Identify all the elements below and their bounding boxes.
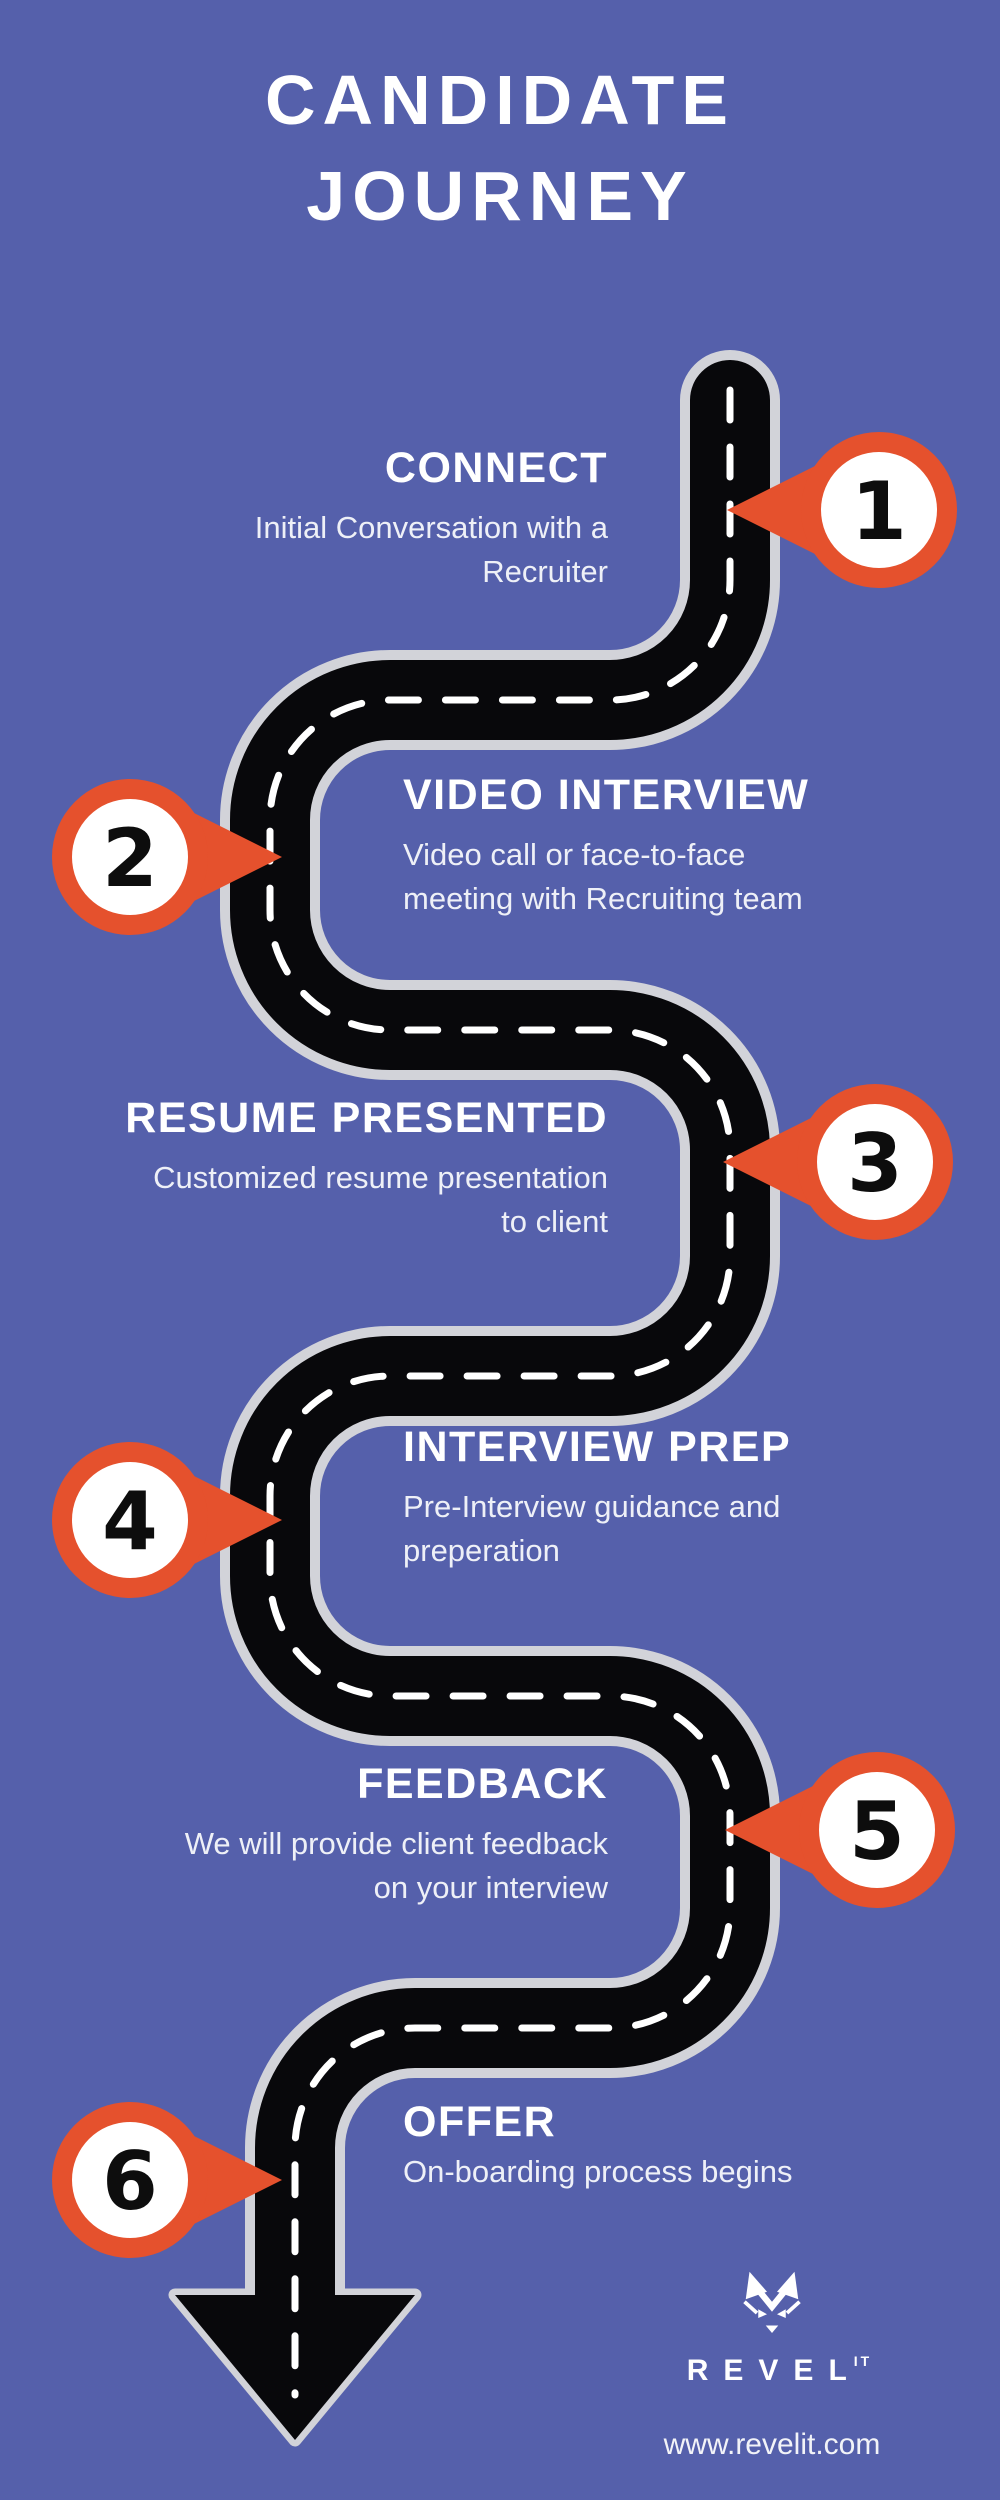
step-feedback: FEEDBACK We will provide client feedback… xyxy=(185,1762,608,1910)
map-pin-1: 1 xyxy=(727,432,957,588)
pin-number-3: 3 xyxy=(847,1117,903,1210)
step-desc-line: meeting with Recruiting team xyxy=(403,881,803,916)
step-desc-line: Customized resume presentation xyxy=(153,1160,608,1195)
step-interview-prep: INTERVIEW PREP Pre-Interview guidance an… xyxy=(403,1425,791,1573)
step-heading: RESUME PRESENTED xyxy=(125,1094,608,1142)
map-pin-5: 5 xyxy=(725,1752,955,1908)
step-description: On-boarding process begins xyxy=(403,2150,792,2194)
page-title-line2: JOURNEY xyxy=(306,157,694,235)
map-pin-2: 2 xyxy=(52,779,282,935)
pin-number-6: 6 xyxy=(102,2135,158,2228)
brand-suffix: IT xyxy=(853,2353,873,2369)
pin-number-2: 2 xyxy=(102,812,158,905)
step-desc-line: Pre-Interview guidance and xyxy=(403,1489,781,1524)
step-offer: OFFER On-boarding process begins xyxy=(403,2100,792,2194)
map-pin-6: 6 xyxy=(52,2102,282,2258)
step-desc-line: preperation xyxy=(403,1533,560,1568)
brand-name-text: REVEL xyxy=(686,2354,862,2387)
step-desc-line: Video call or face-to-face xyxy=(403,837,746,872)
pin-number-1: 1 xyxy=(851,465,907,558)
map-pin-3: 3 xyxy=(723,1084,953,1240)
pin-number-4: 4 xyxy=(102,1475,158,1568)
map-pin-4: 4 xyxy=(52,1442,282,1598)
step-desc-line: on your interview xyxy=(373,1870,608,1905)
step-description: Initial Conversation with a Recruiter xyxy=(255,506,608,594)
page-title-line1: CANDIDATE xyxy=(264,61,735,139)
step-video-interview: VIDEO INTERVIEW Video call or face-to-fa… xyxy=(403,773,809,921)
road-asphalt xyxy=(230,360,770,2350)
step-heading: CONNECT xyxy=(384,444,608,492)
step-desc-line: On-boarding process begins xyxy=(403,2154,793,2189)
pin-number-5: 5 xyxy=(849,1785,905,1878)
website-url: www.revelit.com xyxy=(663,2428,881,2461)
step-desc-line: Recruiter xyxy=(482,554,608,589)
step-heading: INTERVIEW PREP xyxy=(403,1423,792,1471)
step-desc-line: Initial Conversation with a xyxy=(254,510,608,545)
brand-name: REVELIT xyxy=(672,2344,872,2388)
step-heading: VIDEO INTERVIEW xyxy=(403,771,810,819)
page-title: CANDIDATE JOURNEY xyxy=(0,52,1000,244)
step-heading: FEEDBACK xyxy=(357,1760,608,1808)
footer-brand-block: REVELIT www.revelit.com xyxy=(617,2270,927,2462)
fox-logo-icon xyxy=(743,2271,801,2333)
step-heading: OFFER xyxy=(403,2098,557,2146)
step-connect: CONNECT Initial Conversation with a Recr… xyxy=(255,446,608,594)
road-lane-dashes xyxy=(266,386,734,2399)
step-description: Customized resume presentation to client xyxy=(125,1156,608,1244)
step-resume-presented: RESUME PRESENTED Customized resume prese… xyxy=(125,1096,608,1244)
step-desc-line: We will provide client feedback xyxy=(184,1826,608,1861)
step-description: Pre-Interview guidance and preperation xyxy=(403,1485,791,1573)
step-description: We will provide client feedback on your … xyxy=(185,1822,608,1910)
step-description: Video call or face-to-face meeting with … xyxy=(403,833,809,921)
step-desc-line: to client xyxy=(501,1204,608,1239)
